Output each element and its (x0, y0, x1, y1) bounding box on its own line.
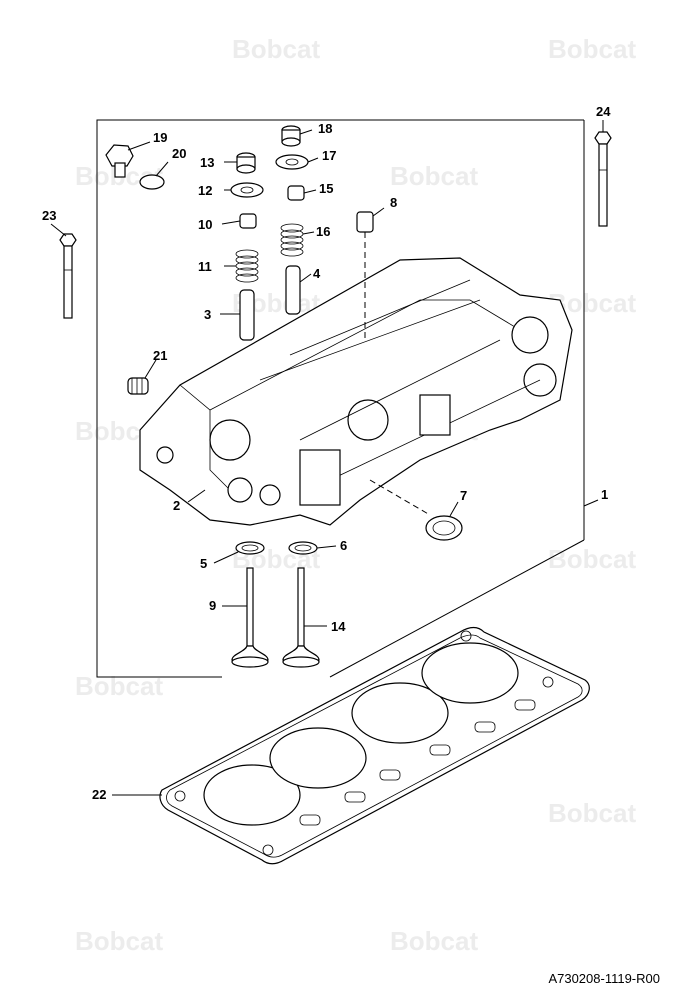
callout-13: 13 (200, 155, 214, 170)
leader-lines (50, 120, 604, 796)
injector-sleeve (356, 211, 374, 233)
callout-9: 9 (209, 598, 216, 613)
cylinder-head (139, 257, 573, 526)
spring-seat (285, 158, 299, 166)
spring-seat (240, 186, 254, 194)
callout-16: 16 (316, 224, 330, 239)
brand-watermark: Bobcat (390, 926, 478, 956)
expansion-plug (425, 515, 463, 541)
spring-seat (275, 154, 309, 170)
callout-21: 21 (153, 348, 167, 363)
callout-20: 20 (172, 146, 186, 161)
valve-seat (235, 541, 265, 555)
callout-22: 22 (92, 787, 106, 802)
spring-seat (230, 182, 264, 198)
callout-2: 2 (173, 498, 180, 513)
callout-7: 7 (460, 488, 467, 503)
head-gasket (159, 626, 590, 865)
valve-seat (288, 541, 318, 555)
washer (139, 174, 165, 190)
leader-line (369, 479, 431, 516)
callout-labels: 1 2 3 4 5 6 7 8 9 10 11 12 13 14 15 16 1… (42, 104, 611, 802)
valve-guide (285, 265, 301, 315)
head-bolt (594, 131, 612, 227)
valve-cap (236, 164, 256, 174)
valve-cap (281, 137, 301, 147)
valve-retainer (287, 185, 305, 201)
callout-24: 24 (596, 104, 611, 119)
valve-seat (241, 544, 259, 552)
valve (282, 567, 320, 668)
expansion-plug (432, 520, 456, 536)
document-reference: A730208-1119-R00 (548, 971, 660, 986)
brand-watermark: Bobcat (548, 798, 636, 828)
brand-watermark: Bobcat (232, 34, 320, 64)
brand-watermark: Bobcat (548, 34, 636, 64)
callout-18: 18 (318, 121, 332, 136)
assembly-boundary (96, 119, 584, 678)
brand-watermark: Bobcat (390, 161, 478, 191)
head-bolt (59, 233, 77, 319)
callout-8: 8 (390, 195, 397, 210)
valve-guide (239, 289, 255, 341)
callout-1: 1 (601, 487, 608, 502)
callout-5: 5 (200, 556, 207, 571)
callout-11: 11 (198, 259, 212, 274)
callout-12: 12 (198, 183, 212, 198)
callout-14: 14 (331, 619, 346, 634)
callout-10: 10 (198, 217, 212, 232)
fitting (127, 377, 149, 395)
valve-spring (235, 249, 259, 283)
valve-seat (294, 544, 312, 552)
callout-15: 15 (319, 181, 333, 196)
callout-17: 17 (322, 148, 336, 163)
assembly-boundary (329, 539, 585, 678)
brand-watermark: Bobcat (75, 926, 163, 956)
leader-line (583, 499, 599, 507)
brand-watermark: Bobcat (75, 671, 163, 701)
valve (231, 567, 269, 668)
drain-plug (105, 144, 134, 178)
valve-retainer (239, 213, 257, 229)
brand-watermark: Bobcat (548, 544, 636, 574)
callout-6: 6 (340, 538, 347, 553)
valve-spring (280, 223, 304, 257)
callout-23: 23 (42, 208, 56, 223)
callout-3: 3 (204, 307, 211, 322)
callout-4: 4 (313, 266, 321, 281)
callout-19: 19 (153, 130, 167, 145)
